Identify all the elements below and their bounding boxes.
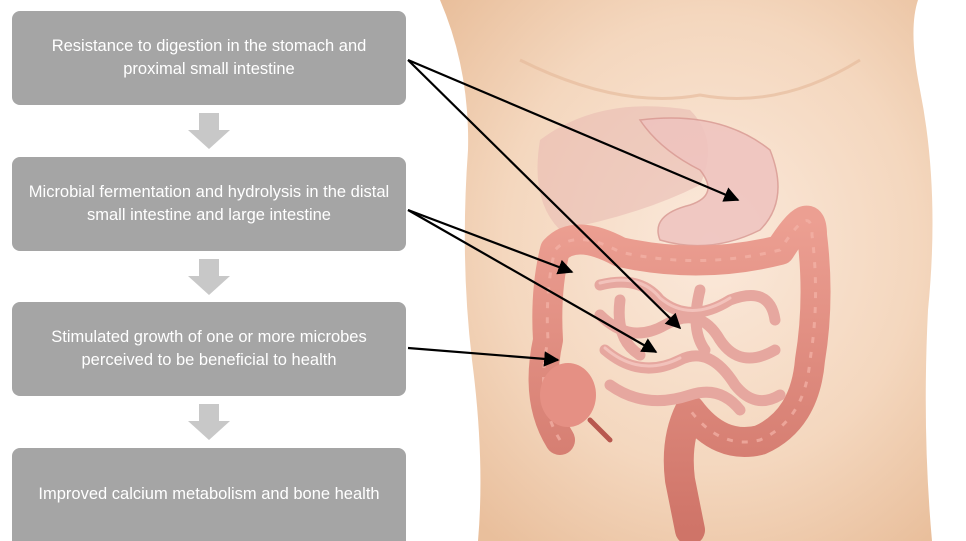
step-box-3: Stimulated growth of one or more microbe… [12,302,406,396]
flow-arrow-1 [188,113,230,149]
step-label-1: Resistance to digestion in the stomach a… [20,35,398,81]
step-box-2: Microbial fermentation and hydrolysis in… [12,157,406,251]
step-label-4: Improved calcium metabolism and bone hea… [38,483,379,506]
step-box-1: Resistance to digestion in the stomach a… [12,11,406,105]
step-box-4: Improved calcium metabolism and bone hea… [12,448,406,541]
step-label-2: Microbial fermentation and hydrolysis in… [20,181,398,227]
flow-arrow-2 [188,259,230,295]
flow-arrow-3 [188,404,230,440]
cecum [540,363,596,427]
step-label-3: Stimulated growth of one or more microbe… [20,326,398,372]
